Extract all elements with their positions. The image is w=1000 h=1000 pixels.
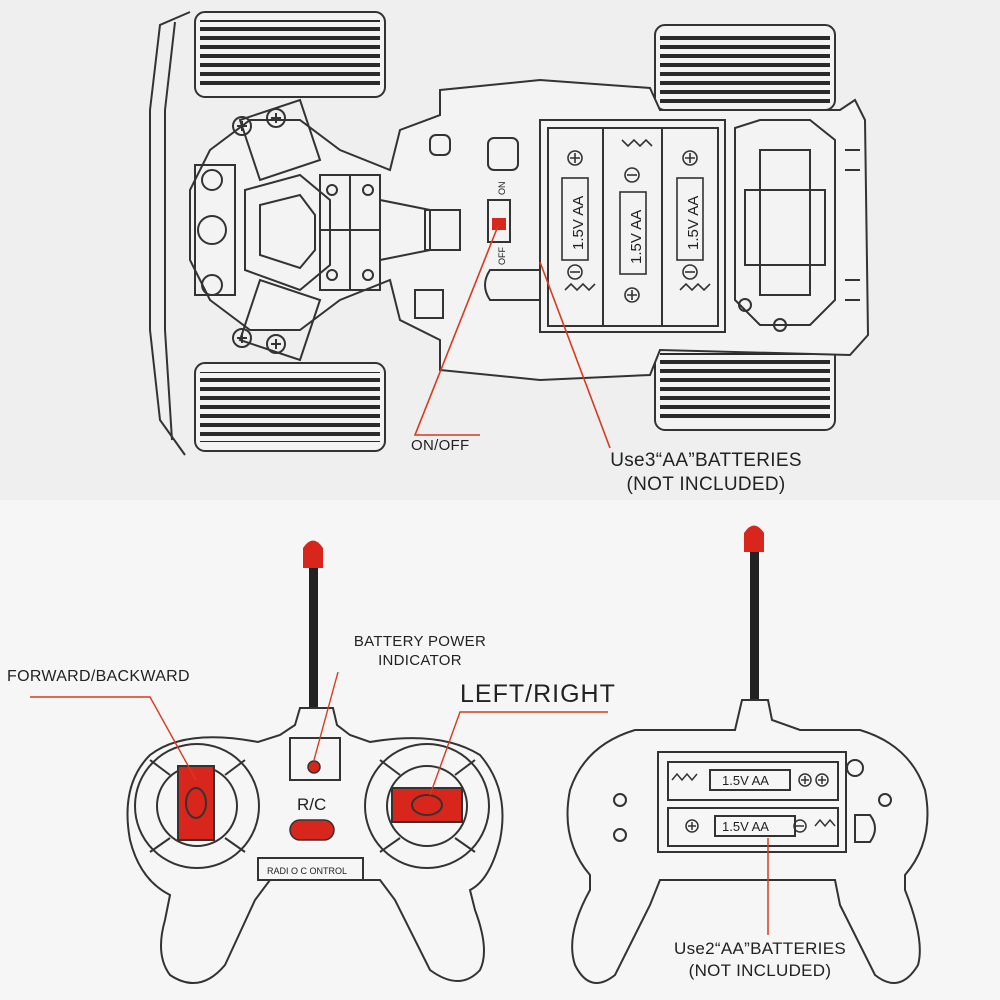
on-off-leader-line xyxy=(413,225,499,436)
car-leader-lines xyxy=(413,225,611,449)
remote-panel-text: RADI O C ONTROL xyxy=(267,866,347,876)
rear-right-wheel xyxy=(654,344,836,431)
front-right-wheel xyxy=(194,362,386,452)
front-remote-leader-lines xyxy=(30,671,608,796)
car-chassis xyxy=(149,11,870,456)
left-right-label: LEFT/RIGHT xyxy=(460,680,616,708)
front-left-wheel xyxy=(194,11,386,98)
back-remote-battery-note-line1: Use2“AA”BATTERIES xyxy=(674,939,846,958)
front-remote-body xyxy=(126,707,504,984)
car-battery-note: Use3“AA”BATTERIES (NOT INCLUDED) xyxy=(586,449,826,497)
on-off-label: ON/OFF xyxy=(411,437,470,454)
car-battery-label-3: 1.5V AA xyxy=(685,196,702,250)
battery-power-indicator-line2: INDICATOR xyxy=(378,652,462,669)
forward-backward-label: FORWARD/BACKWARD xyxy=(7,668,190,685)
front-remote-red-button[interactable] xyxy=(289,819,335,841)
rear-left-wheel xyxy=(654,24,836,111)
car-battery-label-1: 1.5V AA xyxy=(570,196,587,250)
car-battery-note-line2: (NOT INCLUDED) xyxy=(626,474,786,495)
switch-on-label: ON xyxy=(497,182,507,196)
battery-power-indicator-label: BATTERY POWER INDICATOR xyxy=(325,632,515,670)
back-remote-antenna xyxy=(744,525,764,705)
back-remote-body xyxy=(566,699,929,984)
power-switch[interactable] xyxy=(487,199,511,243)
forward-backward-lever[interactable] xyxy=(177,765,215,841)
battery-power-indicator-line1: BATTERY POWER xyxy=(353,633,487,650)
remote-brand-label: R/C xyxy=(297,795,326,814)
back-remote-battery-label-1: 1.5V AA xyxy=(722,773,769,788)
back-remote-battery-note: Use2“AA”BATTERIES (NOT INCLUDED) xyxy=(640,938,880,982)
back-remote-battery-label-2: 1.5V AA xyxy=(722,819,769,834)
left-right-leader-line xyxy=(429,711,608,796)
indicator-leader-line xyxy=(313,671,339,761)
car-battery-labels: 1.5V AA 1.5V AA 1.5V AA xyxy=(570,196,702,264)
switch-off-label: OFF xyxy=(497,247,507,265)
car-battery-note-line1: Use3“AA”BATTERIES xyxy=(610,450,802,471)
car-battery-leader-line xyxy=(539,261,611,449)
battery-power-indicator-led xyxy=(307,760,321,774)
car-battery-polarity-marks xyxy=(561,138,711,303)
back-remote-battery-note-line2: (NOT INCLUDED) xyxy=(688,961,832,980)
front-remote-antenna xyxy=(303,540,323,707)
left-right-lever[interactable] xyxy=(391,787,463,823)
back-remote-polarity-marks xyxy=(671,772,836,833)
car-battery-label-2: 1.5V AA xyxy=(628,210,645,264)
forward-backward-leader-line xyxy=(30,696,197,781)
